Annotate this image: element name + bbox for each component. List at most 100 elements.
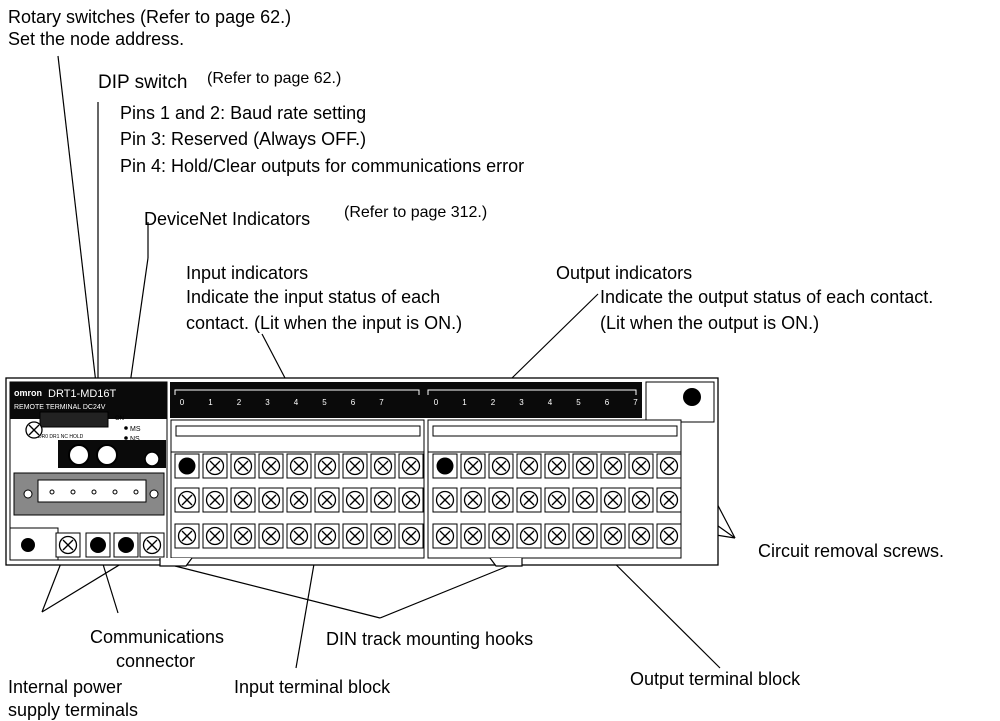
output-indicators-desc1: Indicate the output status of each conta… xyxy=(600,287,934,307)
dip-pin12-label: Pins 1 and 2: Baud rate setting xyxy=(120,103,367,123)
input-channel-digit: 6 xyxy=(351,398,356,407)
output-terminal-screw-icon xyxy=(460,453,486,479)
input-terminal-screw-icon xyxy=(370,523,396,549)
input-indicators-desc1: Indicate the input status of each xyxy=(186,287,441,307)
output-terminal-screw-icon xyxy=(656,523,682,549)
ns-led xyxy=(124,436,128,440)
devicenet-label-title: DeviceNet Indicators xyxy=(144,209,311,229)
rotary-switch-tens xyxy=(68,444,90,466)
input-terminal-screw-icon xyxy=(202,453,228,479)
output-terminal-screw-icon xyxy=(600,523,626,549)
output-terminal-screw-icon xyxy=(600,487,626,513)
power-terminal-hole xyxy=(90,537,106,553)
output-terminal-screw-icon xyxy=(516,523,542,549)
output-terminal-screw-icon xyxy=(628,523,654,549)
input-terminal-screw-icon xyxy=(286,487,312,513)
input-terminal-screw-icon xyxy=(342,523,368,549)
output-terminal-screw-icon xyxy=(628,453,654,479)
output-terminal-screw-icon xyxy=(544,523,570,549)
output-channel-digit: 3 xyxy=(519,398,524,407)
mounting-screw-icon xyxy=(25,421,43,439)
output-terminal-block-label: Output terminal block xyxy=(630,669,801,689)
input-terminal-screw-icon xyxy=(202,523,228,549)
input-terminal-screw-icon xyxy=(230,523,256,549)
input-terminal-screw-icon xyxy=(258,523,284,549)
mounting-hole-left xyxy=(21,538,35,552)
input-terminal-screw-icon xyxy=(314,487,340,513)
output-channel-digit: 5 xyxy=(576,398,581,407)
output-terminal-screw-icon xyxy=(488,523,514,549)
input-terminal-screw-icon xyxy=(398,453,424,479)
ms-label: MS xyxy=(130,426,141,433)
input-terminal-screw-icon xyxy=(258,487,284,513)
output-terminal-screw-icon xyxy=(432,523,458,549)
input-indicators-title: Input indicators xyxy=(186,263,309,283)
din-hooks-label: DIN track mounting hooks xyxy=(326,629,534,649)
output-terminal-screw-icon xyxy=(460,523,486,549)
dip-label-title: DIP switch xyxy=(98,72,188,93)
input-channel-digit: 2 xyxy=(237,398,242,407)
din-track-hooks xyxy=(159,557,523,567)
black-terminal xyxy=(432,453,458,479)
input-terminal-screw-icon xyxy=(174,487,200,513)
power-terminal-screw-icon xyxy=(55,532,81,558)
output-channel-digit: 2 xyxy=(491,398,496,407)
model-subtitle: REMOTE TERMINAL DC24V xyxy=(14,404,106,411)
input-terminal-screw-icon xyxy=(398,487,424,513)
output-terminal-screw-icon xyxy=(488,453,514,479)
input-channel-digit: 5 xyxy=(322,398,327,407)
dip-pin3-label: Pin 3: Reserved (Always OFF.) xyxy=(120,129,367,149)
output-terminal-screw-icon xyxy=(656,487,682,513)
input-channel-digit: 0 xyxy=(180,398,185,407)
input-channel-digit: 7 xyxy=(379,398,384,407)
input-terminal-screw-icon xyxy=(286,523,312,549)
input-terminal-screw-icon xyxy=(286,453,312,479)
dip-pin4-label: Pin 4: Hold/Clear outputs for communicat… xyxy=(120,156,525,176)
brand-logo: omron xyxy=(14,388,42,398)
input-terminal-screw-icon xyxy=(314,453,340,479)
input-terminal-screw-icon xyxy=(230,487,256,513)
output-terminal-screw-icon xyxy=(516,453,542,479)
rotary-label-line2: Set the node address. xyxy=(8,29,185,49)
indicator-brackets xyxy=(174,389,637,395)
output-indicators-desc2: (Lit when the output is ON.) xyxy=(600,313,820,333)
circuit-screw-left xyxy=(144,451,160,467)
input-channel-digit: 4 xyxy=(294,398,299,407)
output-channel-digit: 0 xyxy=(434,398,439,407)
comm-connector-label-1: Communications xyxy=(90,627,225,647)
input-terminal-screw-icon xyxy=(258,453,284,479)
input-channel-digit: 3 xyxy=(265,398,270,407)
communications-connector xyxy=(13,472,165,516)
dip-switch xyxy=(39,411,109,428)
nameplate-text: omron DRT1-MD16T REMOTE TERMINAL DC24V xyxy=(14,388,117,411)
output-channel-digit: 7 xyxy=(633,398,638,407)
terminal-block-covers xyxy=(170,419,682,457)
power-terminals xyxy=(55,532,165,558)
input-terminal-block-label: Input terminal block xyxy=(234,677,391,697)
input-terminal-screw-icon xyxy=(398,523,424,549)
input-terminal-screw-icon xyxy=(174,523,200,549)
rotary-label-line1: Rotary switches (Refer to page 62.) xyxy=(8,7,292,27)
circuit-removal-screws-label: Circuit removal screws. xyxy=(758,541,945,561)
input-terminal-screw-icon xyxy=(342,453,368,479)
input-terminal-screw-icon xyxy=(342,487,368,513)
input-terminal-screw-icon xyxy=(202,487,228,513)
ms-led xyxy=(124,426,128,430)
model-label: DRT1-MD16T xyxy=(48,388,117,400)
output-terminal-screw-icon xyxy=(488,487,514,513)
rotary-switch-ones xyxy=(96,444,118,466)
power-terminals-label-1: Internal power xyxy=(8,677,123,697)
output-terminal-screw-icon xyxy=(544,487,570,513)
dip-label-ref: (Refer to page 62.) xyxy=(207,70,342,87)
output-channel-digit: 4 xyxy=(548,398,553,407)
input-channel-digit: 1 xyxy=(208,398,213,407)
output-terminal-screw-icon xyxy=(600,453,626,479)
indicator-panel xyxy=(170,382,642,418)
terminal-screws xyxy=(174,453,682,549)
output-terminal-screw-icon xyxy=(460,487,486,513)
output-terminal-screw-icon xyxy=(572,453,598,479)
output-terminal-screw-icon xyxy=(544,453,570,479)
input-terminal-screw-icon xyxy=(370,487,396,513)
output-terminal-screw-icon xyxy=(628,487,654,513)
comm-connector-label-2: connector xyxy=(116,651,196,671)
